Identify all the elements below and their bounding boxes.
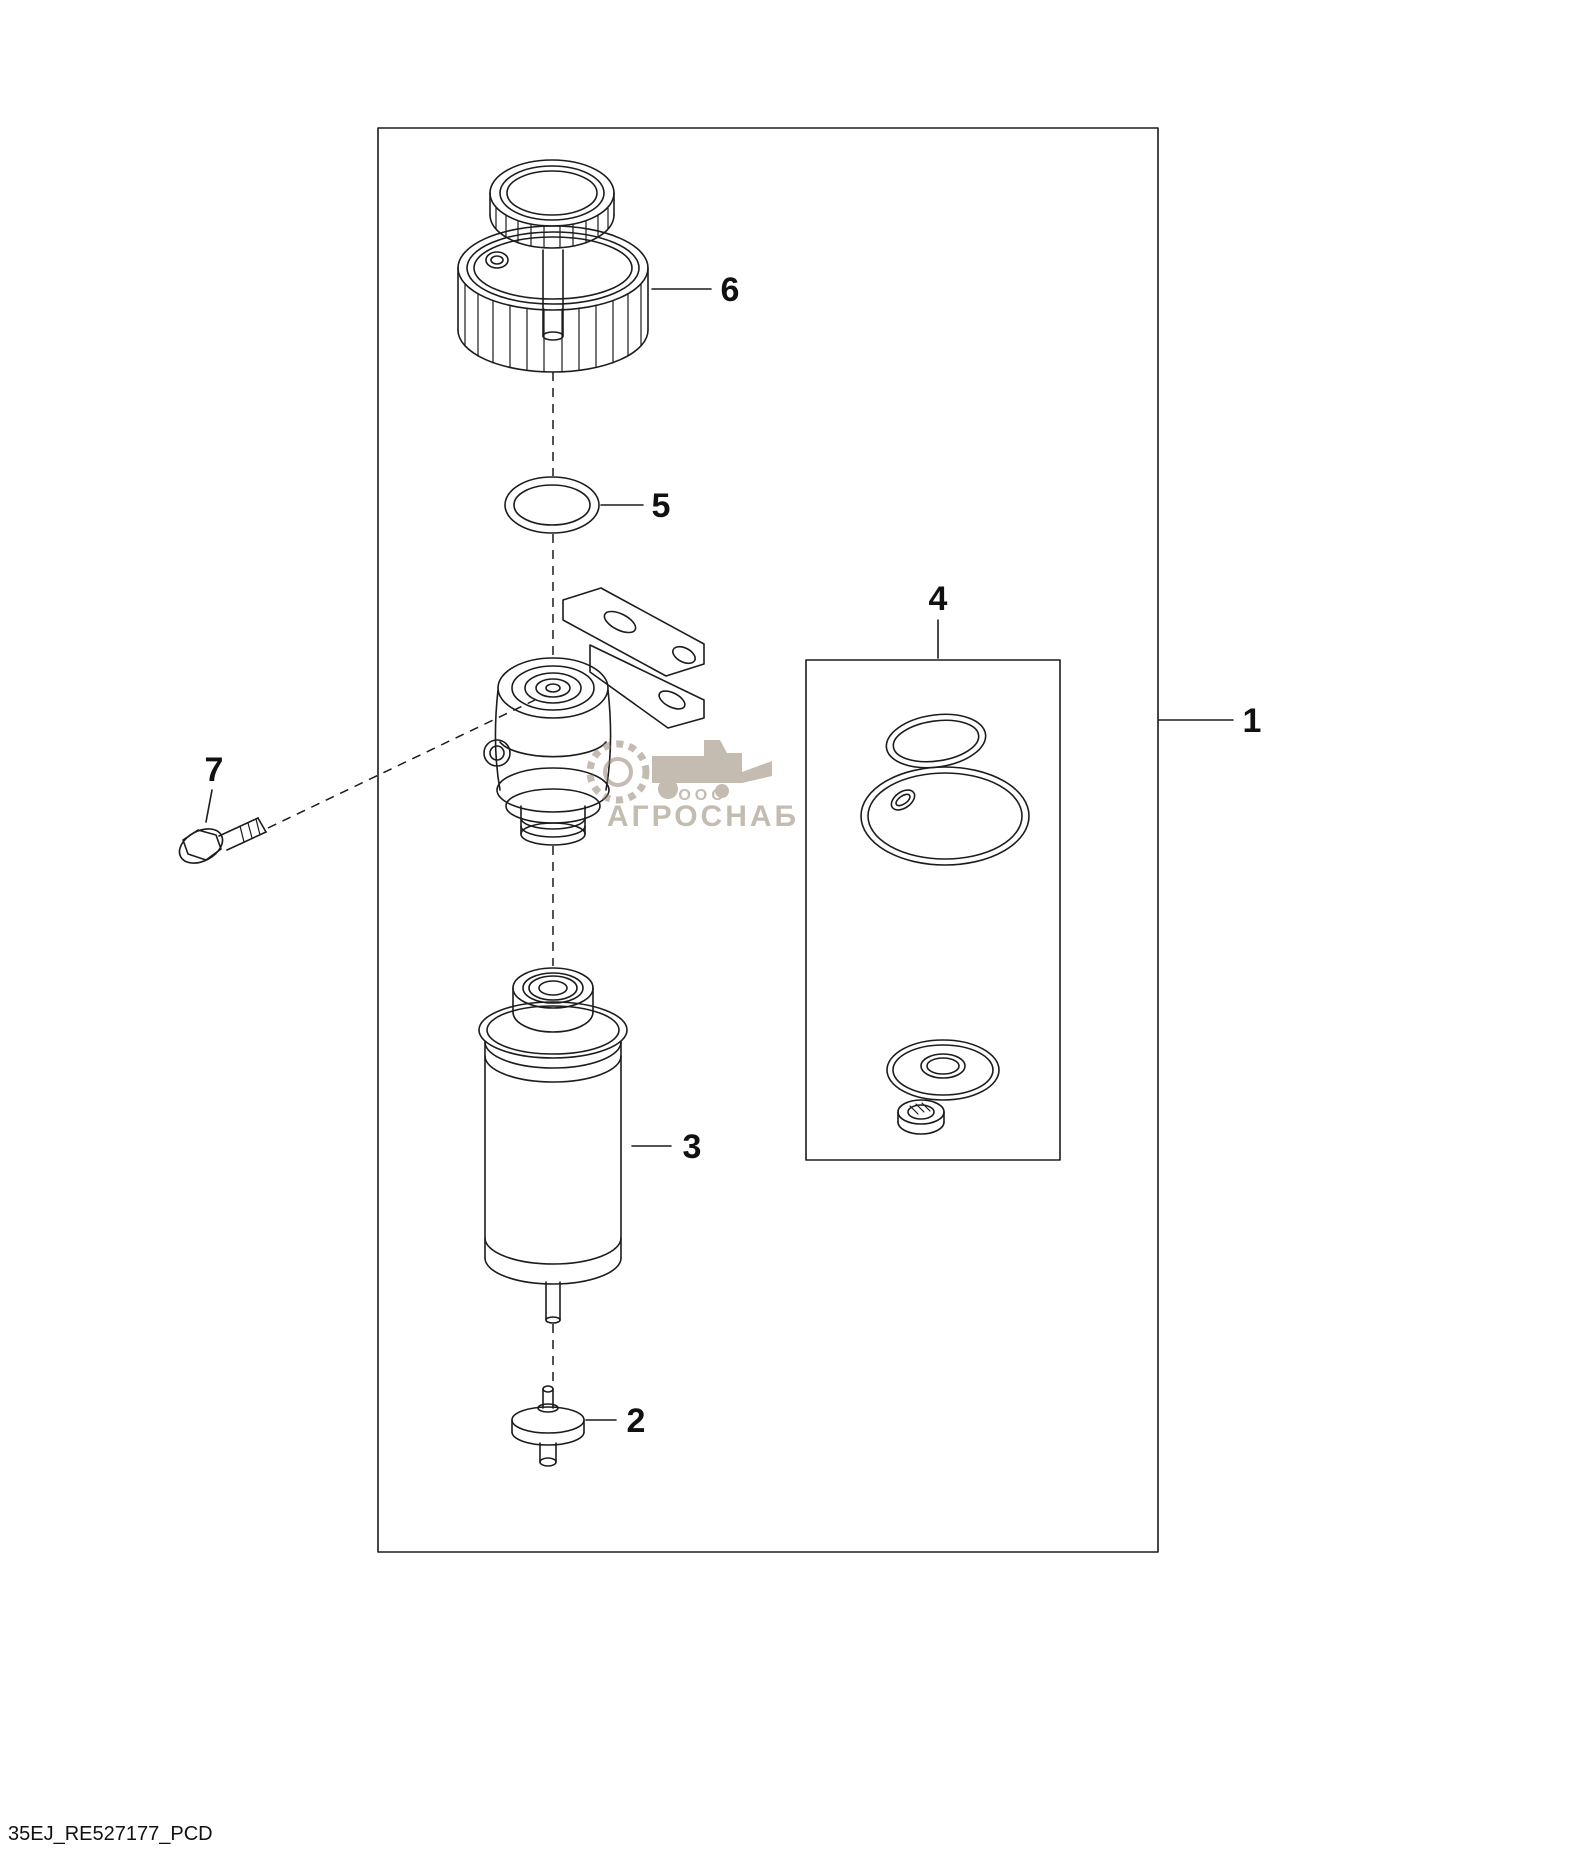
callout-2-label: 2 [627, 1402, 646, 1440]
bolt-threads [239, 818, 261, 843]
o-ring-drawing [504, 476, 600, 534]
callout-7: 7 [205, 751, 224, 823]
watermark-org-prefix: ООО [678, 787, 727, 804]
assembly-axis-dashes [267, 372, 554, 1386]
watermark: ООО АГРОСНАБ [586, 740, 799, 833]
cap-assembly-drawing [457, 159, 649, 373]
assembly-border-box [377, 127, 1159, 1553]
callout-4: 4 [929, 580, 948, 659]
drawing-code: 35EJ_RE527177_PCD [8, 1823, 213, 1845]
drain-valve-drawing [511, 1385, 585, 1467]
callout-1: 1 [1158, 702, 1262, 740]
callout-7-label: 7 [205, 751, 224, 789]
bolt-drawing [178, 817, 267, 864]
callout-4-label: 4 [929, 580, 948, 618]
filter-cartridge-drawing [478, 967, 628, 1324]
callout-1-label: 1 [1243, 702, 1262, 740]
seal-kit-box [805, 659, 1061, 1161]
callout-3-label: 3 [683, 1128, 702, 1166]
combine-harvester-icon [652, 740, 772, 799]
collar-ribs [464, 283, 642, 372]
bolt-axis-dash [267, 699, 536, 829]
seal-kit-contents-drawing [860, 713, 1030, 1135]
callout-5: 5 [600, 487, 671, 525]
callout-6: 6 [651, 271, 740, 309]
callout-3: 3 [631, 1128, 702, 1166]
plug-hatch [909, 1102, 931, 1115]
watermark-org-name: АГРОСНАБ [607, 800, 799, 833]
callout-2: 2 [585, 1402, 646, 1440]
filter-head-drawing [483, 587, 705, 846]
callout-6-label: 6 [721, 271, 740, 309]
gear-icon [586, 740, 650, 804]
callout-5-label: 5 [652, 487, 671, 525]
